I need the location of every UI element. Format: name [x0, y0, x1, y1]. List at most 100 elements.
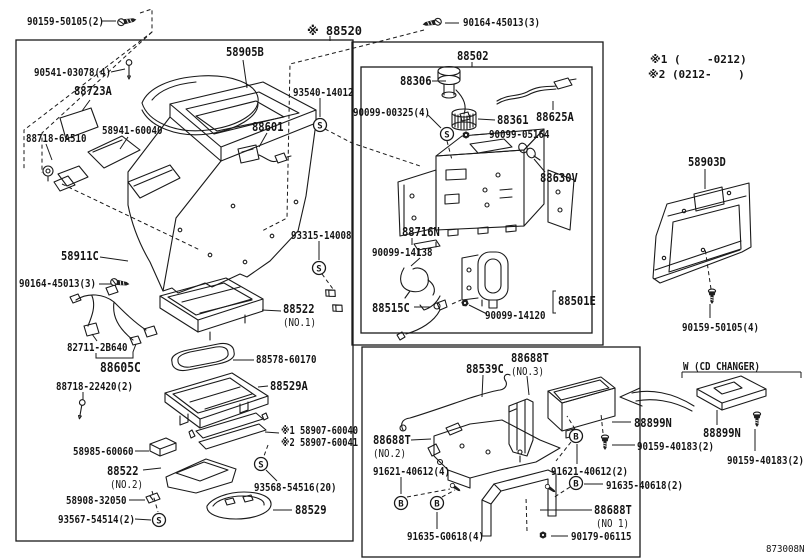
part-label-58908-32050: 58908-32050 — [66, 494, 127, 507]
part-label-w-cd-changer: W (CD CHANGER) — [683, 360, 760, 373]
armrest-lid-illustration — [141, 75, 259, 136]
part-label-90159-50105-right: 90159-50105(4) — [682, 321, 759, 334]
screw-marker-icon: S — [253, 456, 269, 472]
part-label-88688T-no1-sub: (NO 1) — [596, 517, 629, 530]
part-label-88522-no1-sub: (NO.1) — [283, 316, 316, 329]
part-label-88718-6A510: 88718-6A510 — [26, 132, 87, 145]
screw-marker-icon: S — [311, 260, 327, 276]
cooler-unit-inner-box — [360, 66, 593, 334]
part-label-90099-14120: 90099-14120 — [485, 309, 546, 322]
part-label-90164-45013-left: 90164-45013(3) — [19, 277, 96, 290]
part-label-58903D: 58903D — [688, 155, 726, 169]
cd-changer-lid-illustration — [696, 375, 767, 411]
part-label-90159-50105-top: 90159-50105(2) — [27, 15, 104, 28]
part-label-90099-05164: 90099-05164 — [489, 128, 550, 141]
part-label-91621-40612-4: 91621-40612(4) — [373, 465, 450, 478]
screw-icon — [116, 15, 138, 27]
part-label-88899N-left: 88899N — [634, 416, 672, 430]
hinge-pad-illustration — [59, 107, 141, 169]
screw-vertical-icon — [752, 411, 762, 428]
shift-knob-illustration — [437, 65, 471, 122]
part-label-88605C: 88605C — [100, 361, 141, 376]
part-label-88716N: 88716N — [402, 225, 440, 239]
screw-marker-icon: S — [151, 512, 167, 528]
part-label-88601: 88601 — [252, 120, 284, 134]
rear-bracket-section-box — [361, 346, 641, 558]
part-label-88529A: 88529A — [270, 379, 308, 393]
part-label-note-1: ※1 ( -0212) — [650, 53, 747, 66]
thermistor-illustration-88630V — [518, 142, 541, 161]
part-label-88520: ※ 88520 — [307, 24, 362, 38]
marker-letter: S — [317, 121, 322, 131]
part-label-88529: 88529 — [295, 503, 327, 517]
part-label-90541-03078: 90541-03078(4) — [34, 66, 111, 79]
slide-rail-illustration — [188, 412, 269, 450]
part-label-88522-no1: 88522 — [283, 302, 315, 316]
part-label-90164-45013-top: 90164-45013(3) — [463, 16, 540, 29]
part-label-58985-60060: 58985-60060 — [73, 445, 134, 458]
armrest-base-illustration — [165, 458, 237, 494]
part-label-88688T-no2-sub: (NO.2) — [373, 447, 406, 460]
pin-bolt-icon — [76, 398, 87, 420]
marker-letter: S — [258, 460, 263, 470]
pocket-tray-illustration-88899N — [547, 376, 616, 439]
rear-cable-illustration-88539C — [399, 373, 511, 432]
part-label-90099-00325: 90099-00325(4) — [353, 106, 430, 119]
console-section-box — [15, 39, 354, 542]
part-label-90159-40183-right: 90159-40183(2) — [727, 454, 804, 467]
part-label-58911C: 58911C — [61, 249, 99, 263]
lock-assembly-illustration — [42, 165, 89, 192]
part-label-91635-40618: 91635-40618(2) — [606, 479, 683, 492]
leader-lines — [45, 20, 802, 537]
lock-striker-wire-illustration — [237, 144, 292, 164]
marker-letter: B — [573, 479, 579, 489]
part-label-88578-60170: 88578-60170 — [256, 353, 317, 366]
marker-letter: S — [156, 516, 161, 526]
part-label-93540-14012: 93540-14012 — [293, 86, 354, 99]
lower-frame-illustration — [164, 372, 269, 429]
part-label-91621-40612-2: 91621-40612(2) — [551, 465, 628, 478]
part-label-88501E: 88501E — [558, 294, 596, 308]
part-label-88688T-no1: 88688T — [594, 503, 632, 517]
clamp-illustration-88515C — [396, 299, 448, 341]
pin-bolt-icon — [125, 59, 133, 80]
screw-marker-icon: S — [439, 126, 455, 142]
rear-panel-illustration-58903D — [652, 182, 752, 284]
console-body-illustration — [127, 81, 317, 294]
part-label-88306: 88306 — [400, 74, 432, 88]
clip-illustration — [145, 492, 161, 504]
part-label-88718-22420: 88718-22420(2) — [56, 380, 133, 393]
clip-icon — [330, 302, 345, 314]
part-label-90099-14138: 90099-14138 — [372, 246, 433, 259]
clip-icon — [323, 287, 338, 299]
part-label-88723A: 88723A — [74, 84, 112, 98]
marker-letter: B — [398, 499, 404, 509]
part-label-88361: 88361 — [497, 113, 529, 127]
section-boxes — [15, 39, 641, 558]
lower-bracket-illustration-88716N — [413, 239, 441, 256]
part-label-82711-2B640: 82711-2B640 — [67, 341, 128, 354]
part-label-88539C: 88539C — [466, 362, 504, 376]
part-label-91635-G0618: 91635-G0618(4) — [407, 530, 484, 543]
bolt-marker-icon: B — [393, 495, 409, 511]
gasket-ring-illustration — [171, 342, 235, 372]
marker-letter: S — [444, 130, 449, 140]
part-label-88522-no2-sub: (NO.2) — [110, 478, 143, 491]
marker-letter: S — [316, 264, 321, 274]
part-label-figure-code: 873008N — [766, 544, 805, 555]
part-label-88625A: 88625A — [536, 110, 574, 124]
bolt-marker-icon: B — [568, 475, 584, 491]
part-label-58905B: 58905B — [226, 45, 264, 59]
bracket-no2-illustration — [427, 419, 561, 489]
tube-loop-illustration — [400, 267, 435, 299]
cooler-unit-illustration — [397, 128, 575, 237]
part-label-88899N-right: 88899N — [703, 426, 741, 440]
part-label-58907-60041: ※2 58907-60041 — [281, 436, 358, 449]
upper-tray-illustration — [159, 277, 264, 341]
part-label-93567-54514: 93567-54514(2) — [58, 513, 135, 526]
part-label-88522-no2: 88522 — [107, 464, 139, 478]
part-label-93315-14008: 93315-14008 — [291, 229, 352, 242]
